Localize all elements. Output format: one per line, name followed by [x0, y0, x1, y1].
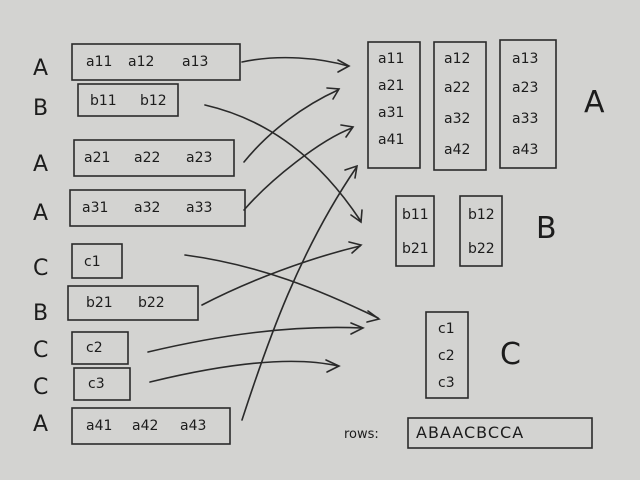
arrow-row-6-head — [348, 241, 363, 254]
matrix-b-cell: b12 — [468, 207, 495, 223]
row-label: A — [33, 201, 49, 226]
matrix-c-cell: c3 — [438, 375, 455, 391]
row-label: C — [33, 338, 49, 363]
matrix-a-cell: a43 — [512, 142, 539, 158]
row-label: A — [33, 412, 49, 437]
matrix-a-cell: a13 — [512, 51, 539, 67]
matrix-a-cell: a11 — [378, 51, 405, 67]
row-cell: c2 — [86, 340, 103, 356]
row-box-9 — [71, 407, 231, 445]
arrow-row-5 — [184, 254, 379, 319]
row-label: B — [33, 96, 49, 121]
matrix-b-col-2-box — [459, 195, 503, 267]
matrix-a-cell: a41 — [378, 132, 405, 148]
arrow-row-6 — [201, 245, 361, 306]
row-cell: a11 — [86, 54, 113, 70]
arrow-row-1 — [241, 56, 349, 67]
matrix-a-col-2-box — [433, 41, 487, 171]
arrow-row-3 — [243, 89, 339, 163]
arrow-row-7 — [147, 326, 363, 353]
matrix-b-col-1-box — [395, 195, 435, 267]
row-label: A — [33, 56, 49, 81]
matrix-a-cell: a22 — [444, 80, 471, 96]
matrix-c-cell: c1 — [438, 321, 455, 337]
matrix-b-label: B — [536, 211, 557, 246]
arrow-row-5-head — [366, 310, 381, 323]
arrow-row-2-head — [350, 209, 363, 224]
arrow-row-9 — [241, 167, 357, 421]
row-cell: a32 — [134, 200, 161, 216]
matrix-a-cell: a33 — [512, 111, 539, 127]
row-box-7 — [71, 331, 129, 365]
rows-sequence-value: ABAACBCCA — [416, 423, 525, 442]
arrow-row-7-head — [350, 322, 365, 335]
arrow-row-8 — [149, 360, 339, 383]
matrix-b-cell: b22 — [468, 241, 495, 257]
matrix-a-col-1-box — [367, 41, 421, 169]
matrix-a-col-3-box — [499, 39, 557, 169]
row-cell: a43 — [180, 418, 207, 434]
row-label: C — [33, 256, 49, 281]
row-cell: a33 — [186, 200, 213, 216]
row-cell: a41 — [86, 418, 113, 434]
matrix-c-label: C — [500, 337, 521, 372]
matrix-b-cell: b21 — [402, 241, 429, 257]
row-box-5 — [71, 243, 123, 279]
row-box-8 — [73, 367, 131, 401]
matrix-a-cell: a23 — [512, 80, 539, 96]
matrix-a-cell: a32 — [444, 111, 471, 127]
matrix-a-cell: a42 — [444, 142, 471, 158]
row-cell: c3 — [88, 376, 105, 392]
row-box-3 — [73, 139, 235, 177]
row-box-2 — [77, 83, 179, 117]
row-cell: b22 — [138, 295, 165, 311]
matrix-a-label: A — [584, 85, 605, 120]
row-box-1 — [71, 43, 241, 81]
row-cell: b11 — [90, 93, 117, 109]
matrix-a-cell: a21 — [378, 78, 405, 94]
row-cell: a23 — [186, 150, 213, 166]
row-cell: a22 — [134, 150, 161, 166]
row-cell: a31 — [82, 200, 109, 216]
row-cell: a12 — [128, 54, 155, 70]
row-cell: a42 — [132, 418, 159, 434]
arrow-row-9-head — [344, 164, 359, 179]
arrow-row-4 — [243, 127, 353, 211]
arrow-row-4-head — [340, 124, 355, 138]
rows-sequence-label: rows: — [344, 427, 379, 442]
row-label: A — [33, 152, 49, 177]
arrow-row-3-head — [326, 87, 341, 100]
row-cell: a21 — [84, 150, 111, 166]
row-cell: c1 — [84, 254, 101, 270]
row-cell: b21 — [86, 295, 113, 311]
row-cell: a13 — [182, 54, 209, 70]
arrow-row-8-head — [325, 359, 341, 373]
row-label: C — [33, 375, 49, 400]
matrix-a-cell: a31 — [378, 105, 405, 121]
row-box-6 — [67, 285, 199, 321]
arrow-row-1-head — [337, 59, 351, 73]
row-label: B — [33, 301, 49, 326]
matrix-c-col-box — [425, 311, 469, 399]
matrix-b-cell: b11 — [402, 207, 429, 223]
arrow-row-2 — [204, 104, 361, 221]
matrix-a-cell: a12 — [444, 51, 471, 67]
rows-sequence-box — [407, 417, 593, 449]
matrix-c-cell: c2 — [438, 348, 455, 364]
row-cell: b12 — [140, 93, 167, 109]
